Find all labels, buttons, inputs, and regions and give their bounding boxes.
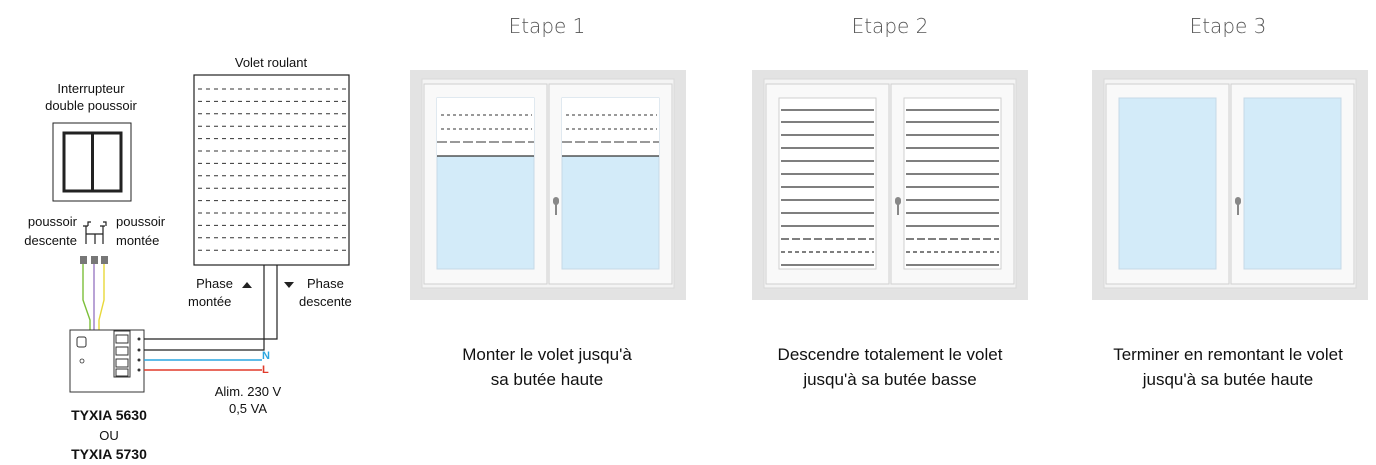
connector-green [80,256,87,264]
power-label-line2: 0,5 VA [229,401,267,416]
wire-green [82,264,91,332]
phase-down-label-line2: descente [299,294,352,309]
double-push-switch [52,122,132,202]
shutter-slats [198,88,346,251]
wire-phase-up [144,265,265,351]
neutral-label: N [262,350,270,362]
step-3-title: Etape 3 [1190,14,1267,38]
phase-down-label-line1: Phase [307,276,344,291]
arrow-down-icon [284,282,294,288]
step-2-caption-line2: jusqu'à sa butée basse [802,370,976,389]
connector-yellow [101,256,108,264]
step-2-right-glass [903,97,1002,270]
wire-phase-down [144,265,278,340]
arrow-up-icon [242,282,252,288]
step-1-caption-line1: Monter le volet jusqu'à [462,345,632,364]
push-up-label-line1: poussoir [116,214,166,229]
wiring-section: Interrupteur double poussoir poussoir de… [24,55,352,462]
step-1-caption-line2: sa butée haute [491,370,603,389]
step-3-right-glass [1243,97,1342,270]
step-2-caption-line1: Descendre totalement le volet [778,345,1003,364]
push-down-label-line1: poussoir [28,214,78,229]
shutter-box [193,74,350,266]
step-1: Etape 1 Monter le volet jusqu'à sa butée… [410,14,686,389]
switch-label-line1: Interrupteur [57,81,125,96]
step-3-left-glass [1118,97,1217,270]
model-2-label: TYXIA 5730 [71,446,147,462]
step-3: Etape 3 Terminer en remontant le volet j… [1092,14,1368,389]
window-handle-icon [1235,197,1241,215]
shutter-label: Volet roulant [235,55,308,70]
phase-up-label-line2: montée [188,294,231,309]
window-handle-icon [553,197,559,215]
push-contacts-symbol [83,221,107,244]
step-2: Etape 2 Descendre totalement le volet ju… [752,14,1028,389]
push-up-label-line2: montée [116,233,159,248]
phase-up-label-line1: Phase [196,276,233,291]
window-handle-icon [895,197,901,215]
live-label: L [262,364,269,376]
step-3-caption-line2: jusqu'à sa butée haute [1142,370,1314,389]
wire-yellow [98,264,105,332]
step-3-caption-line1: Terminer en remontant le volet [1113,345,1343,364]
power-label-line1: Alim. 230 V [215,384,282,399]
connector-purple [91,256,98,264]
step-2-title: Etape 2 [852,14,929,38]
push-down-label-line2: descente [24,233,77,248]
model-or-label: OU [99,428,119,443]
switch-label-line2: double poussoir [45,98,137,113]
step-2-left-glass [778,97,877,270]
tyxia-module [69,329,145,393]
model-1-label: TYXIA 5630 [71,407,147,423]
step-1-title: Etape 1 [509,14,586,38]
